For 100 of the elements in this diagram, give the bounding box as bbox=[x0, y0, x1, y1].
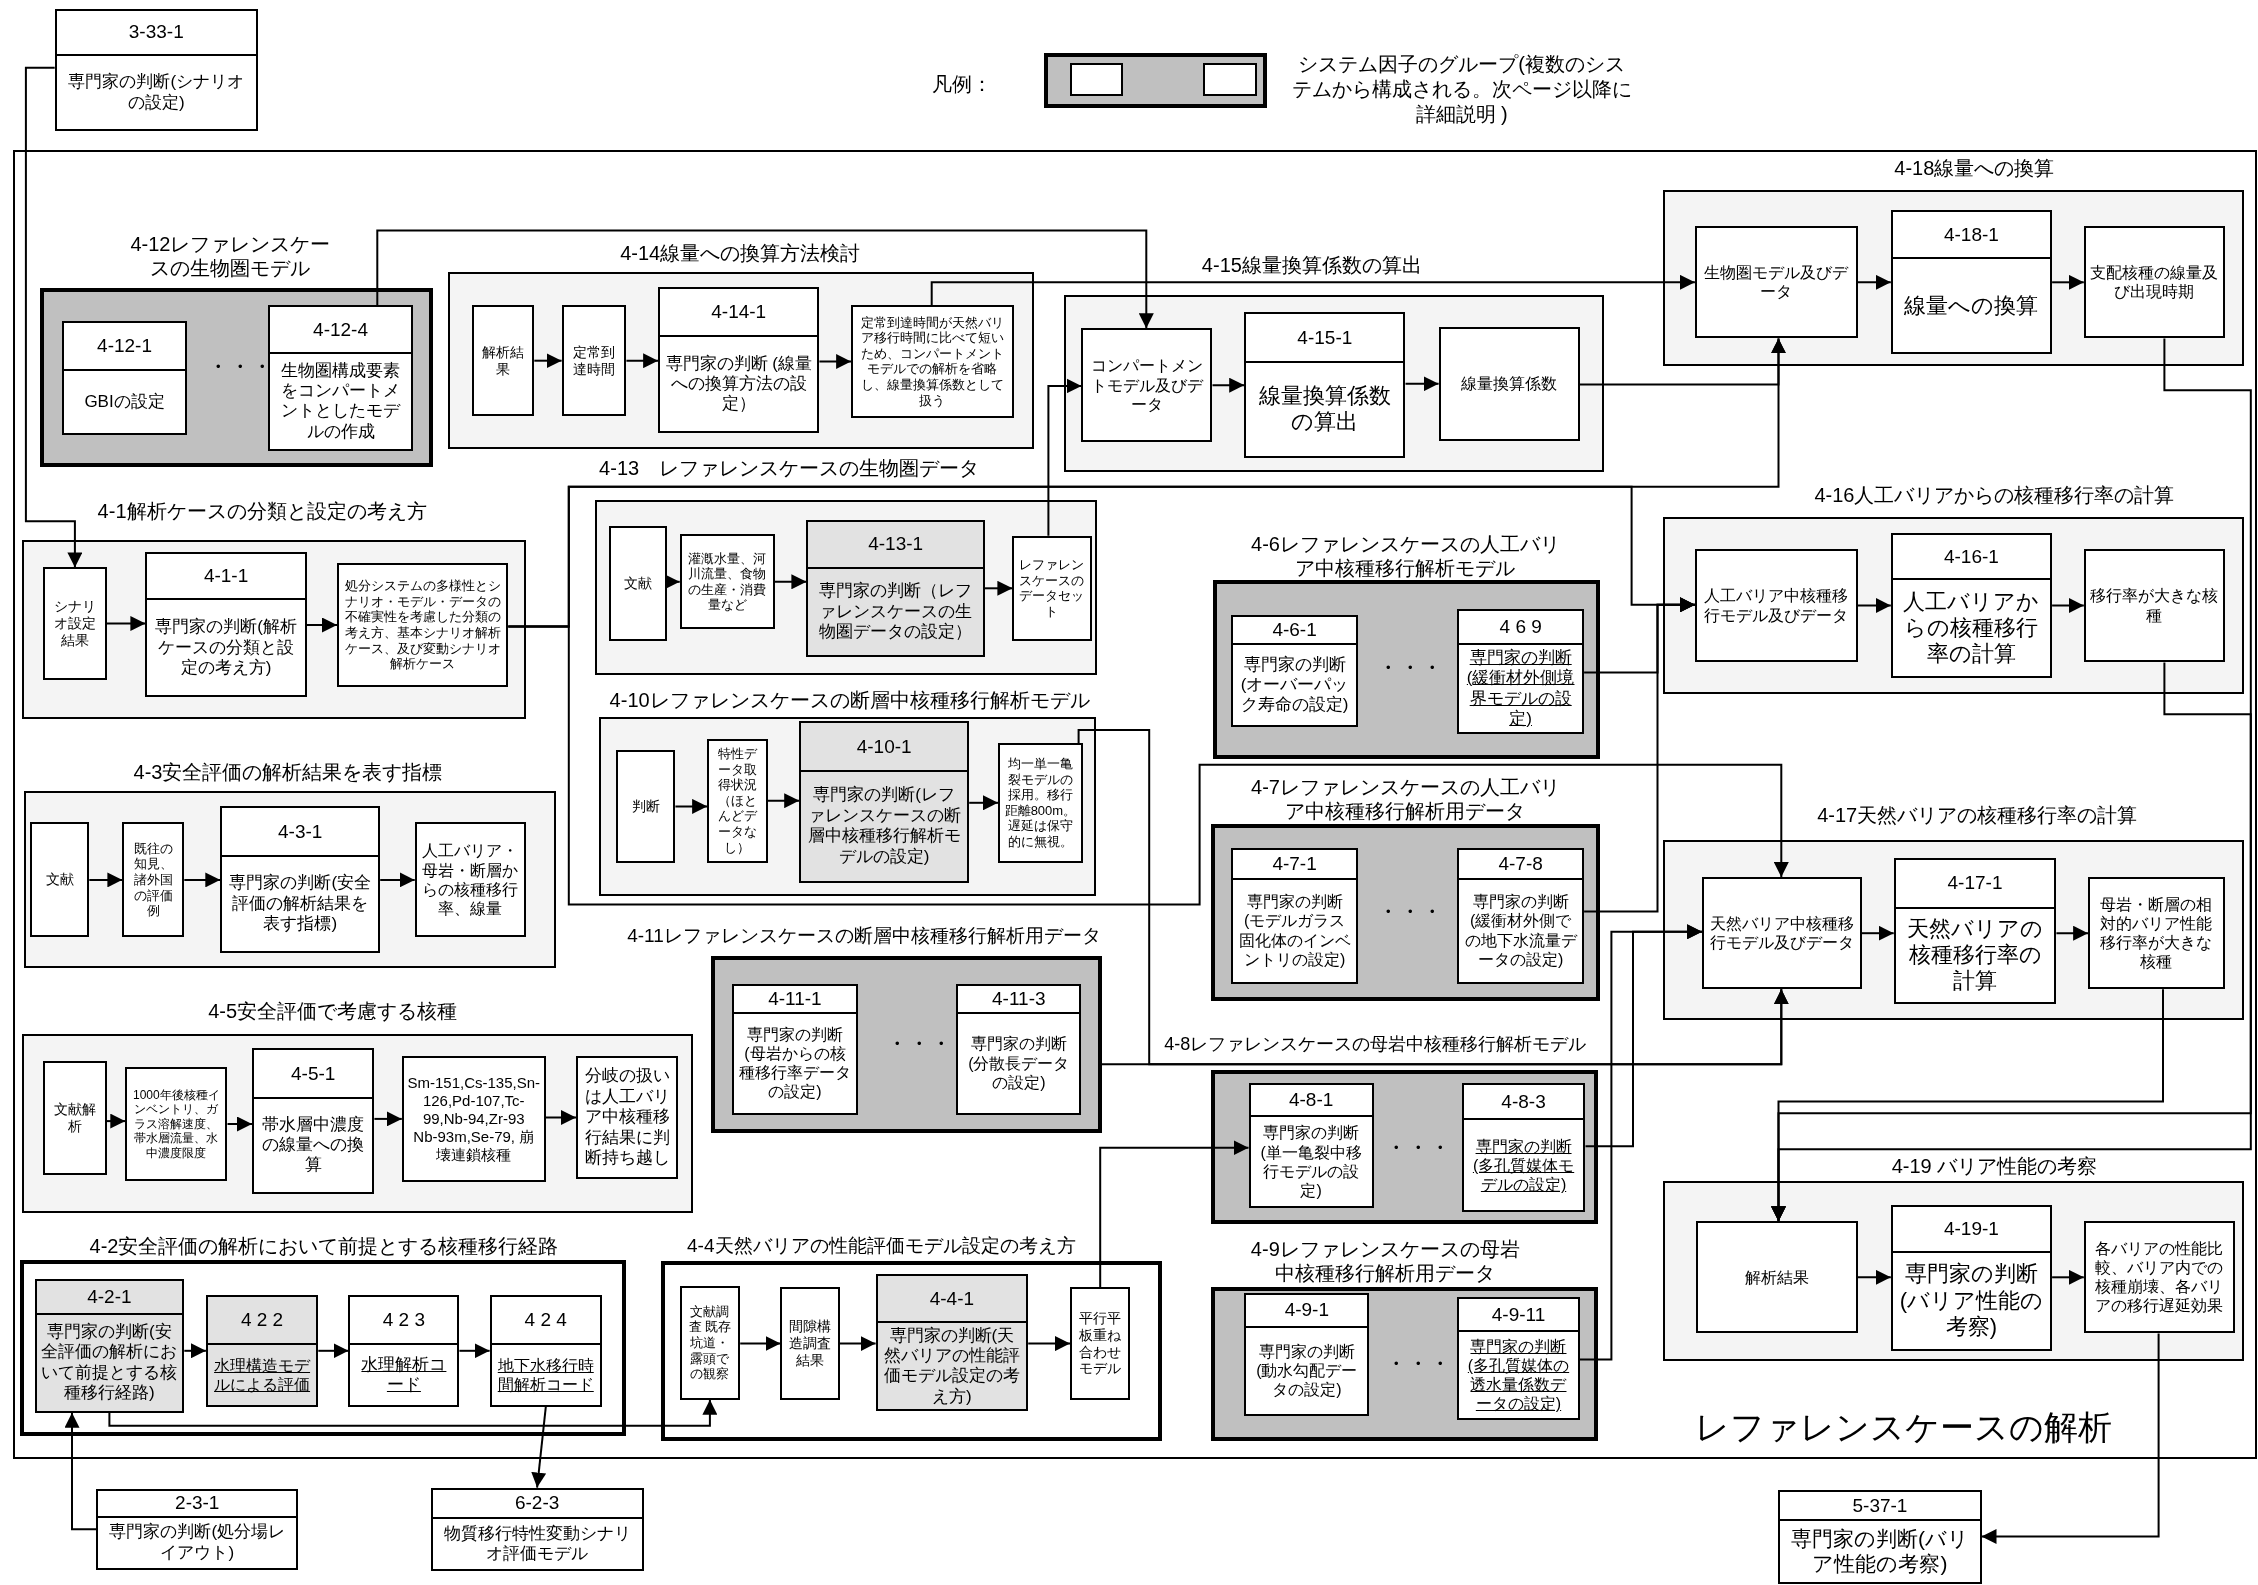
process-box bbox=[336, 563, 509, 687]
box-text: 1000年後核種インベントリ、ガラス溶解速度、帯水層流量、水中濃度限度 bbox=[132, 1087, 221, 1160]
box-number: 4-8-3 bbox=[1463, 1084, 1584, 1121]
box-text: 解析結果 bbox=[481, 343, 526, 378]
box-text: 専門家の判断(安全評価の解析において前提とする核種移行経路) bbox=[40, 1321, 179, 1404]
process-box bbox=[1702, 876, 1862, 990]
arrow bbox=[1404, 376, 1440, 392]
box-text: 文献 bbox=[623, 574, 652, 592]
arrow bbox=[183, 872, 222, 888]
arrow bbox=[930, 274, 1696, 307]
box-number: 4-7-8 bbox=[1459, 850, 1582, 880]
numbered-box bbox=[1248, 1082, 1374, 1209]
box-number: 4-14-1 bbox=[660, 288, 818, 337]
box-text: 水理構造モデルによる評価 bbox=[213, 1355, 312, 1395]
ellipsis-dots: ・・・ bbox=[885, 1030, 952, 1059]
box-text: 文献調査 既存坑道・露頭での観察 bbox=[687, 1303, 733, 1382]
process-box bbox=[679, 1285, 741, 1400]
box-text: 均一単一亀裂モデルの採用。移行距離800m。遅延は保守的に無視。 bbox=[1003, 756, 1078, 850]
process-box bbox=[679, 534, 775, 630]
box-number: 5-37-1 bbox=[1780, 1492, 1980, 1521]
box-text: 支配核種の線量及び出現時期 bbox=[2089, 263, 2220, 302]
numbered-box bbox=[220, 806, 381, 954]
process-box bbox=[2088, 876, 2225, 990]
process-box bbox=[43, 1061, 107, 1176]
arrow bbox=[1856, 1269, 1892, 1285]
box-number: 4-18-1 bbox=[1892, 212, 2051, 260]
box-number: 4-13-1 bbox=[808, 521, 983, 569]
process-box bbox=[2083, 548, 2225, 663]
arrow bbox=[818, 354, 853, 369]
box-text: 生物圏モデル及びデータ bbox=[1703, 263, 1850, 302]
box-number: 4 2 2 bbox=[207, 1296, 317, 1345]
legend-heading: 凡例： bbox=[931, 71, 992, 96]
box-text: 平行平板重ね合わせモデル bbox=[1078, 1309, 1123, 1378]
process-box bbox=[30, 822, 90, 938]
group-title: 4-5安全評価で考慮する核種 bbox=[208, 998, 458, 1023]
process-box bbox=[125, 1067, 228, 1181]
box-text: レファレンスケースのデータセット bbox=[1018, 557, 1086, 620]
box-text: 定常到達時間が天然バリア移行時間に比べて短いため、コンパートメントモデルでの解析を省略し、線量換算係数として扱う bbox=[859, 314, 1005, 409]
box-text: 移行率が大きな核種 bbox=[2089, 586, 2220, 625]
group-title: 4-8レファレンスケースの母岩中核種移行解析モデル bbox=[1164, 1034, 1587, 1057]
numbered-box bbox=[799, 721, 970, 883]
group-title: 4-19 バリア性能の考察 bbox=[1891, 1154, 2098, 1179]
box-number: 4-6-1 bbox=[1233, 616, 1356, 646]
arrow bbox=[674, 798, 709, 814]
arrow bbox=[24, 66, 83, 569]
numbered-box bbox=[430, 1487, 644, 1572]
numbered-box bbox=[1890, 210, 2053, 355]
box-number: 6-2-3 bbox=[432, 1489, 642, 1520]
box-number: 4-11-1 bbox=[733, 985, 857, 1014]
group-title: 4-9レファレンスケースの母岩中核種移行解析用データ bbox=[1249, 1237, 1521, 1286]
box-number: 3-33-1 bbox=[56, 10, 256, 57]
arrow bbox=[1027, 1336, 1071, 1352]
process-box bbox=[576, 1055, 679, 1180]
process-box bbox=[401, 1055, 546, 1183]
box-text: 既往の知見、諸外国の評価例 bbox=[132, 840, 174, 919]
arrow bbox=[739, 1336, 782, 1352]
ellipsis-dots: ・・・ bbox=[1385, 1349, 1452, 1378]
box-number: 4-16-1 bbox=[1892, 534, 2051, 581]
numbered-box bbox=[489, 1294, 602, 1407]
arrow bbox=[1211, 377, 1246, 393]
numbered-box bbox=[1457, 609, 1585, 735]
box-text: コンパートメントモデル及びデータ bbox=[1089, 356, 1205, 414]
arrow bbox=[2055, 925, 2090, 941]
box-number: 4-15-1 bbox=[1246, 314, 1404, 363]
box-number: 4-11-3 bbox=[958, 985, 1080, 1014]
arrow bbox=[105, 616, 147, 631]
numbered-box bbox=[1893, 858, 2057, 1004]
box-text: 専門家の判断(緩衝材外側での地下水流量データの設定) bbox=[1463, 892, 1578, 970]
box-text: 専門家の判断 (線量への換算方法の設定） bbox=[664, 353, 813, 415]
box-number: 4-7-1 bbox=[1233, 850, 1356, 880]
arrow bbox=[533, 353, 563, 369]
box-text: 専門家の判断(動水勾配データの設定) bbox=[1255, 1341, 1359, 1400]
numbered-box bbox=[1231, 848, 1358, 984]
box-text: 専門家の判断(多孔質媒体モデルの設定) bbox=[1471, 1136, 1576, 1195]
box-text: 分岐の扱いは人工バリア中核種移行結果に判断持ち越し bbox=[583, 1066, 671, 1169]
numbered-box bbox=[61, 321, 188, 435]
numbered-box bbox=[1244, 1293, 1370, 1416]
box-text: 定常到達時間 bbox=[572, 343, 616, 378]
box-number: 2-3-1 bbox=[98, 1491, 297, 1518]
arrow bbox=[625, 353, 660, 369]
arrow bbox=[2051, 598, 2085, 613]
process-box bbox=[780, 1287, 840, 1400]
numbered-box bbox=[1457, 848, 1584, 984]
process-box bbox=[707, 738, 768, 863]
box-text: Sm-151,Cs-135,Sn-126,Pd-107,Tc-99,Nb-94,Zr-93 Nb-93m,Se-79, 崩壊連鎖核種 bbox=[406, 1073, 541, 1164]
group-title: 4-3安全評価の解析結果を表す指標 bbox=[133, 759, 443, 784]
numbered-box bbox=[267, 305, 414, 451]
group-title: 4-1解析ケースの分類と設定の考え方 bbox=[97, 499, 427, 524]
numbered-box bbox=[348, 1294, 460, 1407]
box-number: 4-1-1 bbox=[147, 553, 305, 601]
arrow bbox=[1099, 1140, 1250, 1289]
box-text: 専門家の判断(処分場レイアウト) bbox=[108, 1522, 287, 1564]
arrow bbox=[458, 1343, 491, 1359]
arrow bbox=[373, 1111, 403, 1127]
arrow bbox=[379, 872, 416, 888]
box-text: 天然バリア中核種移行モデル及びデータ bbox=[1709, 913, 1856, 953]
process-box bbox=[851, 305, 1014, 418]
arrow bbox=[1583, 597, 1696, 913]
box-text: 線量換算係数 bbox=[1461, 374, 1558, 394]
box-text: 天然バリアの核種移行率の計算 bbox=[1906, 915, 2044, 995]
